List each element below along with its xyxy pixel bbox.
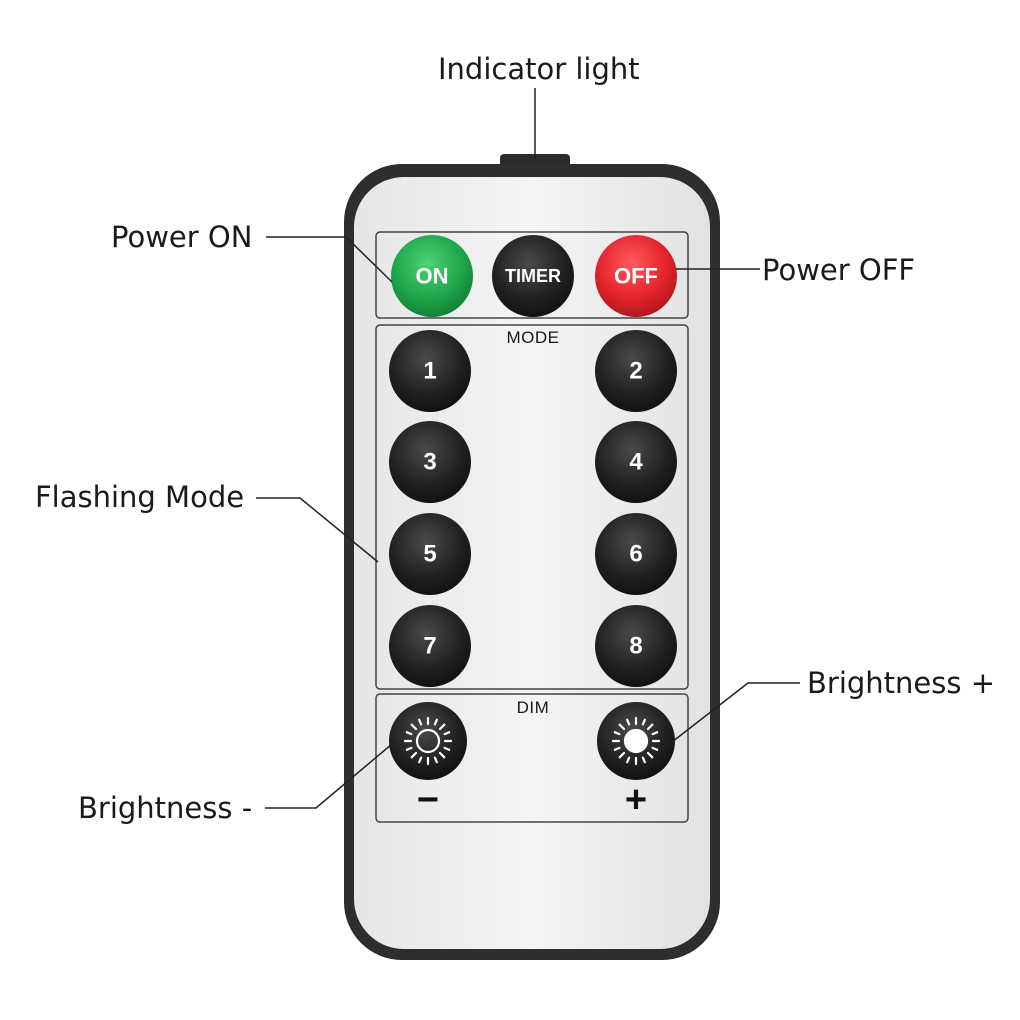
mode-button-1[interactable]: 1 xyxy=(389,330,471,412)
power-section-box xyxy=(375,231,689,319)
mode-label: MODE xyxy=(507,328,560,347)
mode-button-8[interactable]: 8 xyxy=(595,605,677,687)
on-button[interactable]: ON xyxy=(391,235,473,317)
brightness-plus-button[interactable] xyxy=(597,702,675,780)
mode-section-box xyxy=(375,324,689,690)
brightness-minus-leader-line xyxy=(265,743,393,809)
minus-sign: − xyxy=(417,779,439,821)
on-button-label: ON xyxy=(416,264,449,289)
svg-text:2: 2 xyxy=(629,358,642,385)
sun-outline-icon xyxy=(403,716,453,766)
power-on-leader-line xyxy=(266,236,393,283)
svg-text:5: 5 xyxy=(423,541,436,568)
flashing-mode-callout: Flashing Mode xyxy=(35,480,245,514)
svg-text:1: 1 xyxy=(423,358,436,385)
brightness-minus-callout: Brightness - xyxy=(78,791,253,825)
svg-text:3: 3 xyxy=(423,449,436,476)
mode-button-4[interactable]: 4 xyxy=(595,421,677,503)
svg-text:8: 8 xyxy=(629,633,642,660)
timer-button-label: TIMER xyxy=(505,266,561,286)
mode-button-6[interactable]: 6 xyxy=(595,513,677,595)
svg-text:6: 6 xyxy=(629,541,642,568)
mode-button-5[interactable]: 5 xyxy=(389,513,471,595)
brightness-minus-button[interactable] xyxy=(389,702,467,780)
timer-button[interactable]: TIMER xyxy=(492,235,574,317)
flashing-mode-leader-line xyxy=(256,497,379,563)
mode-button-7[interactable]: 7 xyxy=(389,605,471,687)
power-off-callout: Power OFF xyxy=(762,253,916,287)
plus-sign: + xyxy=(625,779,647,821)
indicator-light-callout: Indicator light xyxy=(438,52,640,86)
off-button[interactable]: OFF xyxy=(595,235,677,317)
svg-text:7: 7 xyxy=(423,633,436,660)
dim-label: DIM xyxy=(517,698,550,717)
sun-filled-icon xyxy=(611,716,661,766)
mode-button-2[interactable]: 2 xyxy=(595,330,677,412)
brightness-plus-callout: Brightness + xyxy=(807,666,995,700)
mode-button-3[interactable]: 3 xyxy=(389,421,471,503)
brightness-plus-leader-line xyxy=(671,682,800,743)
power-on-callout: Power ON xyxy=(111,220,253,254)
svg-text:4: 4 xyxy=(629,449,643,476)
off-button-label: OFF xyxy=(614,264,658,289)
